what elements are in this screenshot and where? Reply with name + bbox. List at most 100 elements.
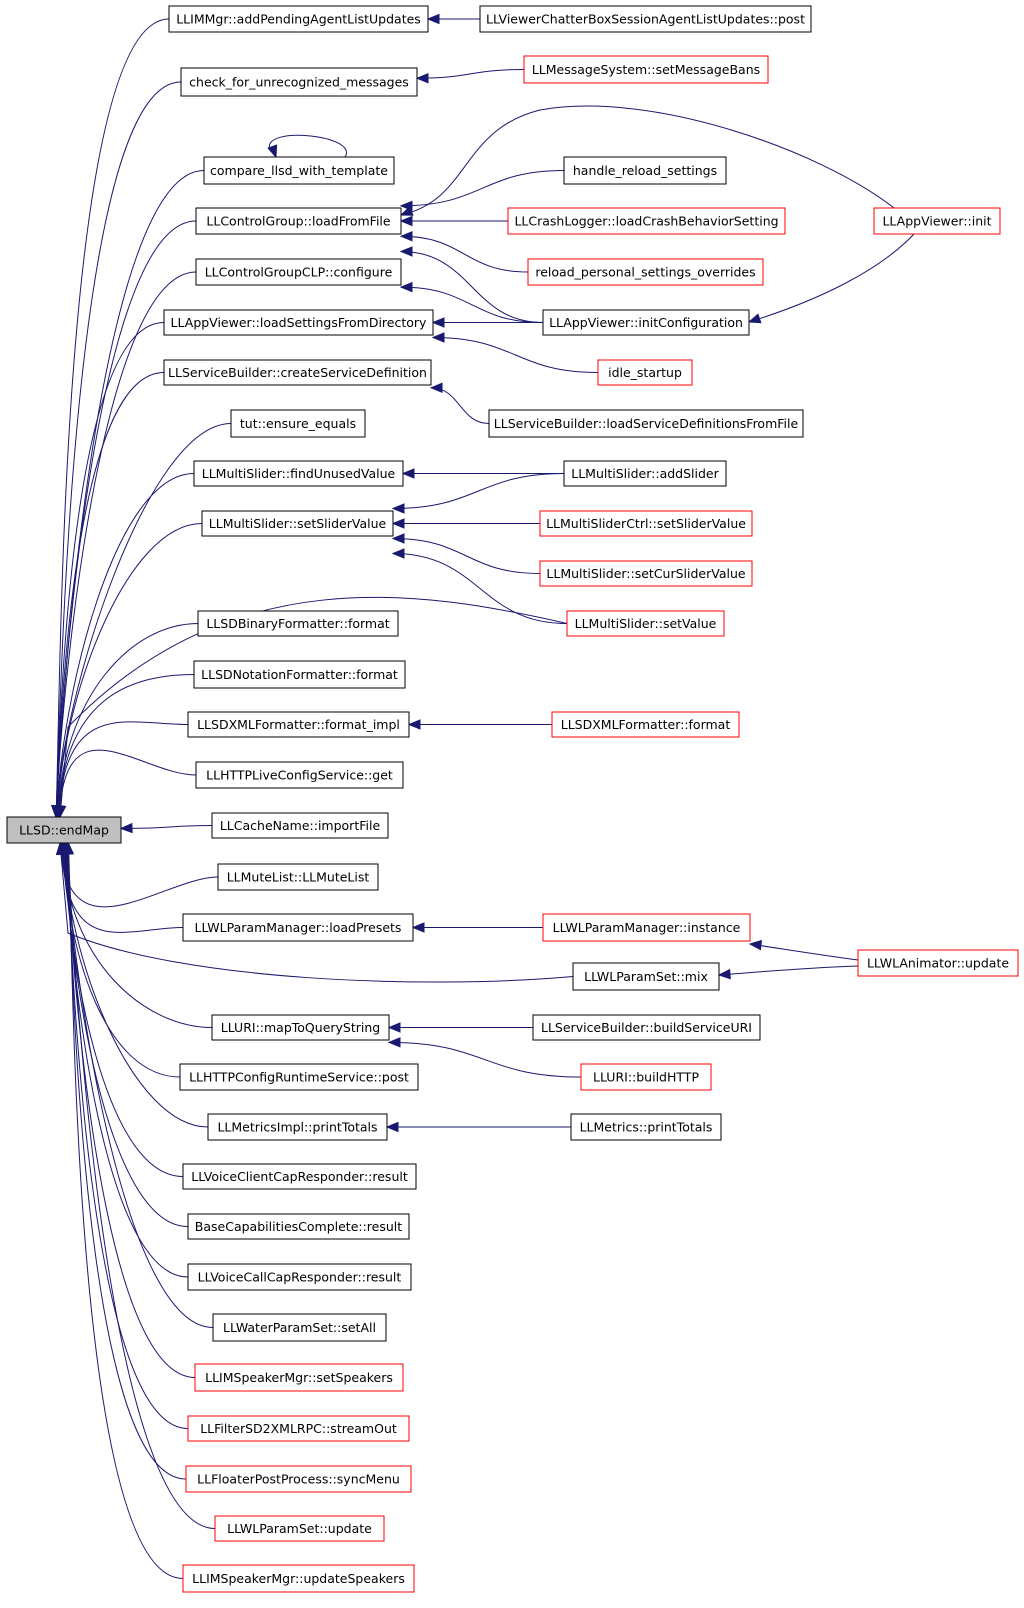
edge-second-5 — [399, 246, 544, 323]
node-caller-9[interactable]: LLMultiSlider::setSliderValue — [201, 510, 394, 537]
edge-second-10-arrowhead — [401, 468, 415, 479]
edge-caller-25-line — [66, 842, 189, 1429]
edge-second-6 — [399, 281, 544, 323]
edge-second-15-line — [59, 596, 568, 818]
node-caller-28[interactable]: LLIMSpeakerMgr::updateSpeakers — [182, 1564, 415, 1593]
node-caller-17[interactable]: LLURI::mapToQueryString — [211, 1014, 390, 1041]
node-third-0-box — [873, 207, 1001, 235]
node-second-9[interactable]: LLMultiSliderCtrl::setSliderValue — [539, 510, 753, 537]
node-caller-5-label: LLAppViewer::loadSettingsFromDirectory — [171, 315, 427, 330]
edge-self-loop — [267, 134, 348, 159]
node-second-17[interactable]: LLMetrics::printTotals — [570, 1113, 722, 1141]
node-second-7[interactable]: LLServiceBuilder::loadServiceDefinitions… — [488, 409, 804, 438]
node-second-13-label: LLWLParamManager::instance — [553, 920, 741, 935]
node-second-16-label: LLURI::buildHTTP — [593, 1070, 699, 1085]
node-second-8[interactable]: LLMultiSlider::addSlider — [563, 460, 727, 487]
nodes-layer: LLSD::endMap LLIMMgr::addPendingAgentList… — [6, 5, 1019, 1593]
node-second-0[interactable]: LLViewerChatterBoxSessionAgentListUpdate… — [479, 5, 812, 33]
node-second-6[interactable]: idle_startup — [597, 359, 693, 386]
node-caller-25[interactable]: LLFilterSD2XMLRPC::streamOut — [187, 1415, 410, 1442]
node-caller-24[interactable]: LLIMSpeakerMgr::setSpeakers — [194, 1363, 404, 1392]
edge-caller-16-line — [60, 842, 184, 933]
node-second-7-box — [488, 409, 804, 438]
node-second-15[interactable]: LLServiceBuilder::buildServiceURI — [532, 1014, 761, 1041]
node-caller-19[interactable]: LLMetricsImpl::printTotals — [207, 1113, 388, 1141]
node-caller-21-label: BaseCapabilitiesComplete::result — [195, 1219, 402, 1234]
node-third-0[interactable]: LLAppViewer::init — [873, 207, 1001, 235]
edge-second-17 — [411, 922, 544, 933]
node-second-8-label: LLMultiSlider::addSlider — [571, 466, 719, 481]
node-second-10[interactable]: LLMultiSlider::setCurSliderValue — [539, 560, 753, 587]
node-caller-13[interactable]: LLHTTPLiveConfigService::get — [195, 761, 404, 789]
node-caller-16[interactable]: LLWLParamManager::loadPresets — [182, 913, 414, 942]
node-caller-22[interactable]: LLVoiceCallCapResponder::result — [187, 1263, 412, 1291]
edge-second-18-arrowhead — [55, 841, 67, 855]
edge-second-6-arrowhead — [399, 281, 413, 293]
node-caller-23[interactable]: LLWaterParamSet::setAll — [212, 1313, 387, 1342]
node-second-10-box — [539, 560, 753, 587]
node-caller-15[interactable]: LLMuteList::LLMuteList — [217, 863, 379, 891]
edge-third-3-line — [718, 965, 859, 976]
node-caller-21[interactable]: BaseCapabilitiesComplete::result — [187, 1213, 410, 1240]
node-caller-2[interactable]: compare_llsd_with_template — [203, 156, 395, 185]
edge-third-2 — [748, 939, 859, 961]
node-second-11[interactable]: LLMultiSlider::setValue — [566, 610, 725, 637]
node-second-1-label: LLMessageSystem::setMessageBans — [532, 62, 760, 77]
node-caller-20[interactable]: LLVoiceClientCapResponder::result — [182, 1163, 417, 1190]
edge-third-0-line — [400, 105, 895, 216]
node-third-1[interactable]: LLWLAnimator::update — [857, 949, 1019, 977]
node-second-5-label: LLAppViewer::initConfiguration — [549, 315, 743, 330]
node-caller-7[interactable]: tut::ensure_equals — [230, 409, 366, 438]
node-second-4[interactable]: reload_personal_settings_overrides — [527, 258, 764, 286]
node-second-4-box — [527, 258, 764, 286]
node-second-13[interactable]: LLWLParamManager::instance — [542, 913, 751, 942]
node-caller-3-label: LLControlGroup::loadFromFile — [206, 214, 391, 229]
edge-third-3-arrowhead — [717, 968, 731, 980]
node-second-2[interactable]: handle_reload_settings — [563, 156, 727, 185]
node-second-14[interactable]: LLWLParamSet::mix — [572, 962, 720, 991]
edge-caller-6-line — [55, 372, 165, 818]
node-second-16[interactable]: LLURI::buildHTTP — [580, 1063, 712, 1091]
node-caller-11[interactable]: LLSDNotationFormatter::format — [193, 660, 406, 689]
node-caller-12-box — [187, 711, 410, 738]
edge-second-13-arrowhead — [391, 533, 405, 544]
node-caller-4-label: LLControlGroupCLP::configure — [205, 265, 393, 280]
node-caller-3-box — [195, 207, 402, 235]
node-second-5[interactable]: LLAppViewer::initConfiguration — [542, 309, 750, 336]
edge-third-1-line — [748, 233, 915, 323]
edge-second-1-arrowhead — [415, 73, 429, 84]
node-caller-26[interactable]: LLFloaterPostProcess::syncMenu — [185, 1465, 412, 1493]
node-caller-4[interactable]: LLControlGroupCLP::configure — [195, 258, 402, 286]
node-caller-12[interactable]: LLSDXMLFormatter::format_impl — [187, 711, 410, 738]
edge-caller-28-line — [67, 842, 184, 1579]
node-caller-10[interactable]: LLSDBinaryFormatter::format — [197, 610, 399, 637]
node-second-1[interactable]: LLMessageSystem::setMessageBans — [523, 55, 769, 84]
node-second-3[interactable]: LLCrashLogger::loadCrashBehaviorSetting — [507, 207, 786, 235]
edge-second-20-arrowhead — [387, 1037, 401, 1048]
edge-second-19-arrowhead — [387, 1022, 401, 1033]
edge-caller-1-line — [55, 81, 182, 818]
node-caller-3[interactable]: LLControlGroup::loadFromFile — [195, 207, 402, 235]
node-second-12[interactable]: LLSDXMLFormatter::format — [551, 711, 740, 738]
node-caller-22-box — [187, 1263, 412, 1291]
node-caller-0[interactable]: LLIMMgr::addPendingAgentListUpdates — [168, 5, 429, 33]
node-caller-6[interactable]: LLServiceBuilder::createServiceDefinitio… — [163, 359, 432, 386]
node-second-6-label: idle_startup — [608, 365, 682, 380]
node-caller-8[interactable]: LLMultiSlider::findUnusedValue — [193, 460, 404, 487]
edge-caller-21 — [59, 841, 189, 1227]
node-root[interactable]: LLSD::endMap — [6, 816, 122, 844]
node-caller-27[interactable]: LLWLParamSet::update — [214, 1515, 385, 1542]
edge-self-loop-line — [269, 134, 348, 158]
edge-caller-14 — [119, 822, 213, 834]
edge-caller-9-line — [56, 523, 203, 818]
edge-second-11-line — [392, 473, 565, 509]
edge-second-5-arrowhead — [399, 246, 413, 257]
node-caller-5[interactable]: LLAppViewer::loadSettingsFromDirectory — [163, 309, 434, 336]
edge-second-0-arrowhead — [426, 13, 440, 25]
node-caller-17-label: LLURI::mapToQueryString — [221, 1020, 380, 1035]
node-caller-1[interactable]: check_for_unrecognized_messages — [180, 67, 418, 97]
node-caller-18[interactable]: LLHTTPConfigRuntimeService::post — [179, 1063, 419, 1091]
edge-third-0 — [399, 105, 895, 216]
node-caller-14[interactable]: LLCacheName::importFile — [211, 812, 389, 839]
